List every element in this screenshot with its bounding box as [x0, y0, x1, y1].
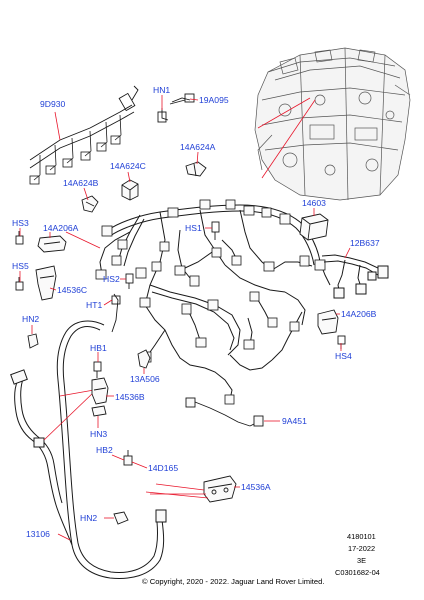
label-hn2-upper: HN2 — [22, 314, 39, 324]
bracket-14536C — [35, 265, 57, 301]
bracket-14603 — [299, 213, 329, 241]
fuel-injector-harness — [29, 85, 139, 185]
label-13106: 13106 — [26, 529, 50, 539]
reference-block: 4180101 17-2022 3E C0301682-04 — [335, 532, 380, 577]
label-hs5: HS5 — [12, 261, 29, 271]
leaders-hn1-19A095 — [161, 95, 199, 110]
harness-12B637 — [321, 254, 389, 299]
leaders-hs5-14536C — [19, 271, 57, 291]
sensor-hb2 — [123, 450, 133, 466]
label-12B637: 12B637 — [350, 238, 380, 248]
leaders-13106 — [43, 389, 95, 541]
label-hn3: HN3 — [90, 429, 107, 439]
label-hs3: HS3 — [12, 218, 29, 228]
ref-code-3: 3E — [357, 556, 366, 565]
battery-cable-13106 — [10, 320, 167, 579]
label-19A095: 19A095 — [199, 95, 229, 105]
label-hs1: HS1 — [185, 223, 202, 233]
label-hn1: HN1 — [153, 85, 170, 95]
connector-hn2-lower — [113, 511, 129, 525]
sensor-ht1 — [111, 293, 121, 333]
clip-14A624B — [81, 195, 99, 213]
clip-14A624A — [185, 161, 207, 177]
engine-leader-lines — [257, 97, 316, 179]
label-14A624A: 14A624A — [180, 142, 216, 152]
label-hb1: HB1 — [90, 343, 107, 353]
bracket-14A206B — [317, 309, 339, 335]
label-9D930: 9D930 — [40, 99, 66, 109]
sensor-hn3 — [91, 405, 107, 417]
label-14536A: 14536A — [241, 482, 271, 492]
ref-code-4: C0301682-04 — [335, 568, 380, 577]
leaders-14536A — [145, 483, 240, 499]
label-9A451: 9A451 — [282, 416, 307, 426]
ref-code-2: 17-2022 — [348, 544, 375, 553]
label-14A624C: 14A624C — [110, 161, 146, 171]
clip-14A624C — [121, 179, 139, 201]
label-13A506: 13A506 — [130, 374, 160, 384]
leader-ht1 — [103, 299, 113, 306]
label-hs2: HS2 — [103, 274, 120, 284]
label-14536C: 14536C — [57, 285, 87, 295]
engine-block-illustration — [254, 47, 411, 201]
leaders-hb1-cluster — [97, 352, 114, 428]
sensor-hn1 — [157, 99, 186, 123]
label-14536B: 14536B — [115, 392, 145, 402]
sensor-hb1 — [93, 361, 102, 378]
sensor-hs3 — [15, 231, 24, 245]
leader-12B637 — [344, 247, 351, 259]
label-hn2-lower: HN2 — [80, 513, 97, 523]
leaders-14A206B-hs4 — [336, 313, 342, 351]
sensor-hs1 — [211, 221, 220, 240]
leader-9D930 — [54, 111, 61, 141]
sensor-hs4 — [337, 335, 346, 349]
label-14603: 14603 — [302, 198, 326, 208]
label-14A206B: 14A206B — [341, 309, 377, 319]
bracket-14536A — [203, 475, 237, 503]
sensor-9A451 — [185, 397, 264, 427]
part-labels: 9D930 HN1 19A095 14A624C 14A624A 14A624B… — [12, 85, 380, 539]
leaders-clips — [83, 151, 199, 201]
label-ht1: HT1 — [86, 300, 102, 310]
leaders-hb2-14D165 — [111, 454, 148, 469]
bracket-14A206A — [37, 235, 67, 253]
label-hb2: HB2 — [96, 445, 113, 455]
label-14D165: 14D165 — [148, 463, 178, 473]
leaders-hs3-14A206A — [19, 228, 101, 249]
ref-code-1: 4180101 — [347, 532, 376, 541]
label-hs4: HS4 — [335, 351, 352, 361]
label-14A206A: 14A206A — [43, 223, 79, 233]
sensor-hs5 — [15, 277, 24, 291]
sensor-hs2 — [125, 273, 134, 289]
clip-13A506 — [137, 349, 151, 369]
connector-hn2-upper — [27, 333, 39, 349]
sensor-19A095 — [171, 93, 195, 103]
label-14A624B: 14A624B — [63, 178, 99, 188]
copyright-notice: © Copyright, 2020 - 2022. Jaguar Land Ro… — [142, 577, 324, 586]
bracket-14536B — [91, 377, 109, 405]
